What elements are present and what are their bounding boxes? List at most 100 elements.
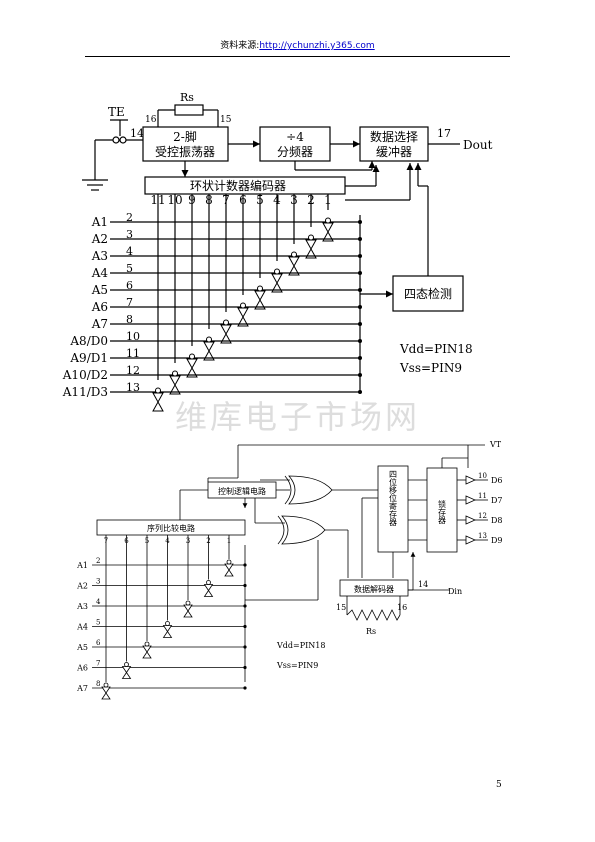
pin16-label: 16 xyxy=(145,115,157,125)
shift-label: 四位移位寄存器 xyxy=(389,470,398,527)
or-gate-2 xyxy=(281,515,326,545)
row-pin: 7 xyxy=(96,660,100,668)
junction-dot xyxy=(243,604,247,608)
pin14b: 14 xyxy=(418,580,428,589)
ring-label: 环状计数器编码器 xyxy=(190,178,286,193)
junction-dot xyxy=(358,271,362,275)
row-label: A5 xyxy=(91,283,108,297)
pin14-label: 14 xyxy=(130,127,144,140)
row-pin: 2 xyxy=(96,557,100,565)
or-gate-2-xor xyxy=(277,515,285,545)
row-label: A11/D3 xyxy=(62,385,108,399)
row-pin: 8 xyxy=(126,313,133,326)
header-link[interactable]: http://ychunzhi.y365.com xyxy=(259,41,375,51)
row-pin: 11 xyxy=(126,347,140,360)
row-label: A5 xyxy=(76,643,88,652)
output-label: D6 xyxy=(491,476,503,485)
row-label: A6 xyxy=(91,300,108,314)
row-pin: 3 xyxy=(96,578,100,586)
ring-counter-outputs: 1110987654321 xyxy=(150,193,332,380)
latch-block xyxy=(426,467,458,553)
buf-line1: 数据选择 xyxy=(370,129,418,144)
osc-line2: 受控振荡器 xyxy=(155,145,215,159)
rs-label: Rs xyxy=(180,91,194,104)
row-label: A3 xyxy=(91,249,108,263)
row-label: A4 xyxy=(91,266,109,280)
row-pin: 6 xyxy=(96,639,101,647)
vdd2-label: Vdd=PIN18 xyxy=(276,641,325,650)
junction-dot xyxy=(358,237,362,241)
header-prefix: 资料来源: xyxy=(220,41,260,51)
junction-dot xyxy=(243,583,247,588)
div-line2: 分频器 xyxy=(277,145,313,159)
output-buffer xyxy=(465,535,476,545)
row-pin: 13 xyxy=(126,381,140,394)
transmission-gate xyxy=(142,641,152,659)
decoder-block xyxy=(339,579,409,597)
row-pin: 5 xyxy=(96,619,100,627)
ctrl-label: 控制逻辑电路 xyxy=(218,486,266,496)
row-pin: 7 xyxy=(126,296,133,309)
junction-dot xyxy=(358,305,362,309)
transmission-gate xyxy=(101,682,111,700)
junction-dot xyxy=(358,356,362,360)
output-pin: 12 xyxy=(478,512,487,520)
decoder-label: 数据解码器 xyxy=(354,584,394,594)
vt-label: VT xyxy=(489,440,502,449)
pin15-label: 15 xyxy=(220,115,232,125)
row-label: A2 xyxy=(91,232,108,246)
pin16b: 16 xyxy=(397,603,407,612)
output-pin: 10 xyxy=(478,472,487,480)
diagram-2: VT 控制逻辑电路 四位移位寄存器 锁存器 xyxy=(96,440,502,682)
row-pin: 3 xyxy=(126,228,133,241)
watermark: 维库电子市场网 xyxy=(174,398,420,436)
latch-label: 锁存器 xyxy=(438,499,447,525)
row-pin: 2 xyxy=(126,211,133,224)
pin17-label: 17 xyxy=(437,127,451,140)
row-pin: 6 xyxy=(126,279,133,292)
row-label: A3 xyxy=(76,602,88,611)
row-label: A2 xyxy=(76,582,88,591)
output-label: D9 xyxy=(491,536,503,545)
te-label: TE xyxy=(108,105,125,119)
divider-block xyxy=(259,126,331,162)
diagram-1: TE 14 Rs 16 15 2-脚 受控振荡器 ÷4 分频器 数据选择 缓冲器 xyxy=(82,91,493,392)
ring-counter-block xyxy=(144,176,346,195)
row-label: A10/D2 xyxy=(62,368,108,382)
junction-dot xyxy=(243,686,247,690)
row-label: A1 xyxy=(91,215,108,229)
dout-label: Dout xyxy=(463,138,493,152)
junction-dot xyxy=(243,624,247,629)
row-label: A9/D1 xyxy=(69,351,108,365)
junction-dot xyxy=(358,220,362,224)
row-label: A8/D0 xyxy=(69,334,108,348)
te-terminal-2 xyxy=(119,136,127,144)
or-gate-1 xyxy=(288,475,333,505)
output-pin: 11 xyxy=(478,492,487,500)
rs-resistor xyxy=(174,104,204,116)
row-pin: 4 xyxy=(96,598,101,606)
page-header: 资料来源:http://ychunzhi.y365.com xyxy=(0,38,595,51)
junction-dot xyxy=(358,288,362,292)
vss-label: Vss=PIN9 xyxy=(399,361,462,375)
junction-dot xyxy=(358,254,362,258)
row-pin: 10 xyxy=(126,330,140,343)
oscillator-block xyxy=(142,126,229,162)
vss2-label: Vss=PIN9 xyxy=(276,661,318,670)
output-label: D7 xyxy=(491,496,503,505)
output-buffer xyxy=(465,515,476,525)
page-number: 5 xyxy=(496,780,502,790)
serial-label: 序列比较电路 xyxy=(147,523,195,533)
junction-dot xyxy=(358,322,362,326)
din-label: Din xyxy=(448,587,462,596)
rs2-resistor xyxy=(346,609,401,621)
row-label: A7 xyxy=(91,317,108,331)
transmission-gate xyxy=(204,580,213,597)
row-label: A1 xyxy=(76,561,88,570)
junction-dot xyxy=(243,563,247,567)
output-label: D8 xyxy=(491,516,503,525)
row-pin: 5 xyxy=(126,262,133,275)
junction-dot xyxy=(358,373,362,377)
